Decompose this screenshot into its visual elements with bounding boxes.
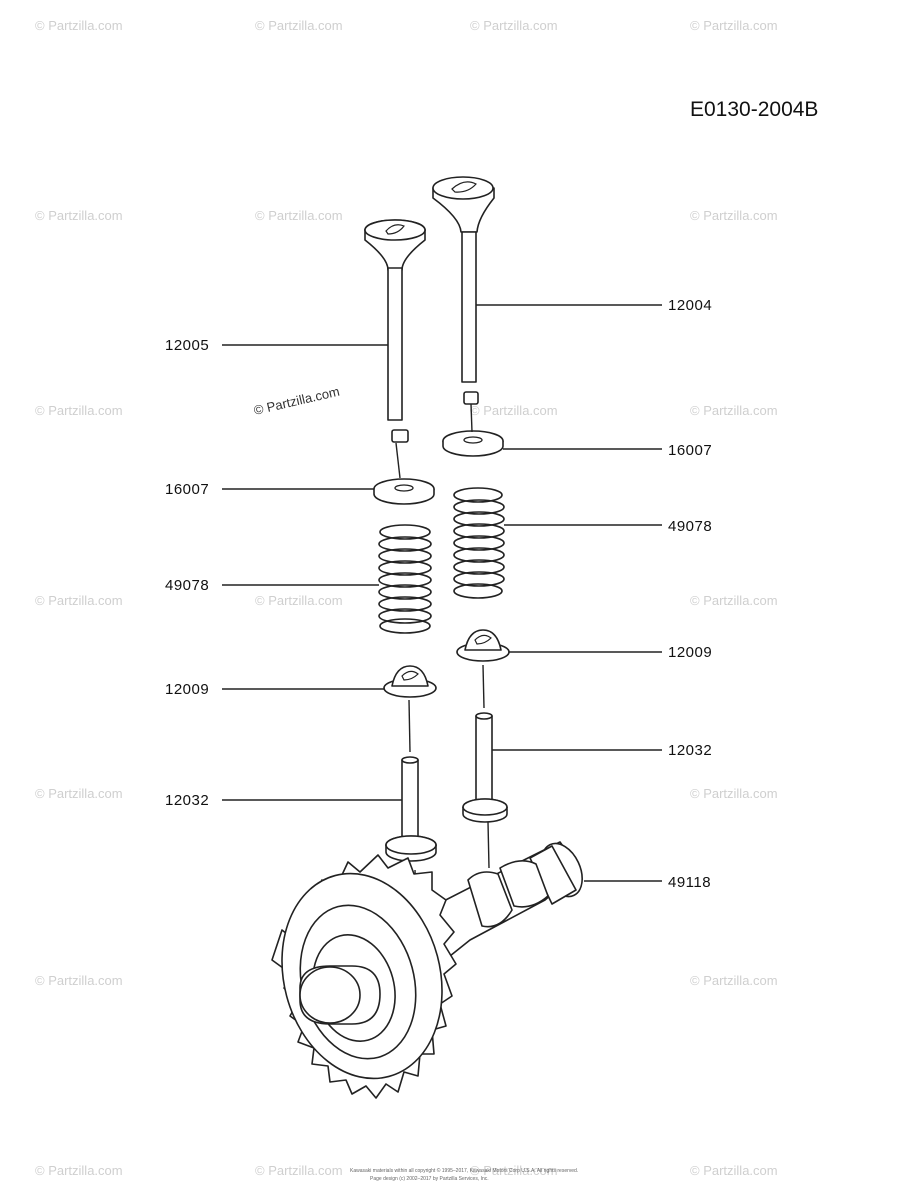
watermark: © Partzilla.com [35,18,123,33]
valve-left-12005 [364,219,426,443]
watermark: © Partzilla.com [690,786,778,801]
watermark: © Partzilla.com [255,1163,343,1178]
watermark-dark: © Partzilla.com [252,384,341,418]
watermark: © Partzilla.com [690,593,778,608]
callout-labels: 12005 12004 16007 16007 49078 49078 1200… [165,297,712,891]
washer-right-16007 [442,430,504,457]
watermark: © Partzilla.com [255,593,343,608]
callout-12009-left: 12009 [165,681,209,698]
callout-12032-left: 12032 [165,792,209,809]
watermark: © Partzilla.com [690,973,778,988]
callout-12004: 12004 [668,297,712,314]
callout-12032-right: 12032 [668,742,712,759]
watermark: © Partzilla.com [35,786,123,801]
spring-left-49078 [378,524,432,634]
spring-right-49078 [453,487,505,599]
camshaft-gear-49118 [271,841,583,1099]
watermark: © Partzilla.com [35,403,123,418]
watermark: © Partzilla.com [690,208,778,223]
cap-right-12009 [456,629,510,662]
valve-right-12004 [432,176,495,405]
footer-design: Page design (c) 2002–2017 by Partzilla S… [370,1176,489,1182]
callout-12005: 12005 [165,337,209,354]
watermark: © Partzilla.com [470,1163,558,1178]
watermark: © Partzilla.com [470,403,558,418]
washer-left-16007 [373,478,435,505]
callout-49118: 49118 [668,874,711,891]
assembly-guide-lines [395,403,490,896]
watermark: © Partzilla.com [470,18,558,33]
watermark: © Partzilla.com [35,593,123,608]
callout-49078-right: 49078 [668,518,712,535]
watermark: © Partzilla.com [255,208,343,223]
watermark: © Partzilla.com [35,208,123,223]
diagram-id: E0130-2004B [690,98,818,121]
callout-49078-left: 49078 [165,577,209,594]
tappet-left-12032 [385,756,437,862]
callout-16007-left: 16007 [165,481,209,498]
watermark: © Partzilla.com [255,18,343,33]
tappet-right-12032 [462,712,508,823]
footer-copyright: Kawasaki materials within all copyright … [350,1167,578,1174]
callout-12009-right: 12009 [668,644,712,661]
cap-left-12009 [383,665,437,698]
watermark: © Partzilla.com [35,973,123,988]
watermark: © Partzilla.com [690,18,778,33]
watermark: © Partzilla.com [690,403,778,418]
watermark: © Partzilla.com [35,1163,123,1178]
watermark: © Partzilla.com [690,1163,778,1178]
callout-16007-right: 16007 [668,442,712,459]
leader-lines [222,304,662,882]
